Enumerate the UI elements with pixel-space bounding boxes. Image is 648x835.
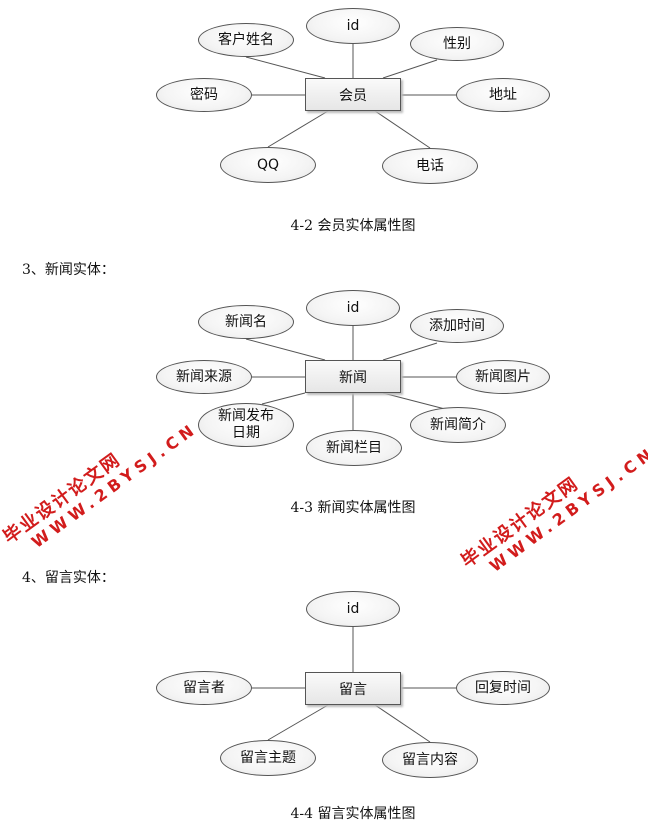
attribute-phone: 电话 (382, 148, 478, 184)
figure-caption-4-4: 4-4 留言实体属性图 (290, 806, 416, 822)
entity-news: 新闻 (305, 360, 401, 393)
attribute-message-subject: 留言主题 (220, 740, 316, 776)
attribute-author: 留言者 (156, 671, 252, 705)
attribute-news-name: 新闻名 (198, 305, 294, 339)
attribute-address: 地址 (456, 78, 550, 112)
attribute-publish-date: 新闻发布日期 (198, 403, 294, 447)
attribute-password: 密码 (156, 78, 252, 112)
attribute-qq: QQ (220, 147, 316, 183)
attribute-news-column: 新闻栏目 (306, 430, 402, 466)
section-heading-message: 4、留言实体： (22, 570, 115, 586)
attribute-gender: 性别 (410, 27, 504, 61)
figure-caption-4-2: 4-2 会员实体属性图 (290, 218, 416, 234)
section-heading-news: 3、新闻实体： (22, 262, 115, 278)
attribute-id: id (306, 290, 400, 326)
attribute-news-image: 新闻图片 (456, 360, 550, 394)
attribute-reply-time: 回复时间 (456, 671, 550, 705)
attribute-news-summary: 新闻简介 (410, 407, 506, 443)
attribute-message-content: 留言内容 (382, 742, 478, 778)
attribute-customer-name: 客户姓名 (198, 23, 294, 57)
attribute-news-source: 新闻来源 (156, 360, 252, 394)
attribute-id: id (306, 591, 400, 627)
attribute-id: id (306, 8, 400, 44)
attribute-added-time: 添加时间 (410, 309, 504, 343)
entity-member: 会员 (305, 78, 401, 111)
figure-caption-4-3: 4-3 新闻实体属性图 (290, 500, 416, 516)
entity-message: 留言 (305, 672, 401, 705)
